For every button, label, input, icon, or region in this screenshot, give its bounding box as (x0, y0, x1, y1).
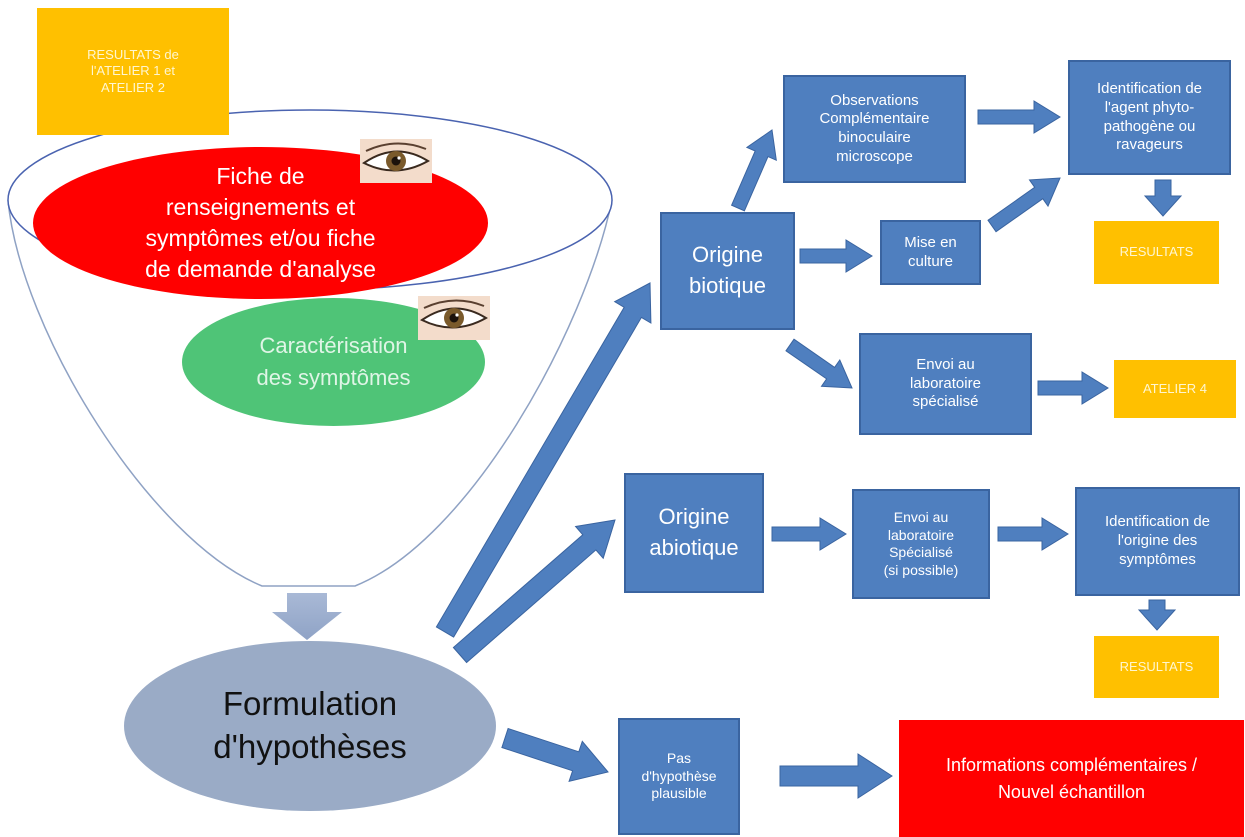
envoi-laboratoire-box: Envoi au laboratoire spécialisé (859, 333, 1032, 435)
arrow-observations-to-identification (977, 100, 1061, 134)
informations-complementaires-text: Informations complémentaires / Nouvel éc… (945, 754, 1198, 802)
resultats-abiotique-text: RESULTATS (1119, 658, 1194, 674)
arrow-culture-to-identification (987, 177, 1061, 233)
arrow-identification-to-resultats (1143, 179, 1183, 217)
identification-origine-box: Identification de l'origine des symptôme… (1075, 487, 1240, 596)
arrows-group (435, 100, 1183, 799)
arrow-hypotheses-to-abiotique (452, 519, 616, 664)
arrow-hypotheses-to-biotique (435, 282, 652, 638)
arrow-pas-hypothese-to-informations (779, 753, 893, 799)
pas-hypothese-text: Pas d'hypothèse plausible (641, 750, 717, 802)
arrow-envoi-to-identification-origine (997, 517, 1069, 551)
resultats-biotique-text: RESULTATS (1119, 244, 1194, 260)
informations-complementaires-box: Informations complémentaires / Nouvel éc… (899, 720, 1244, 837)
arrow-biotique-to-culture (799, 239, 873, 273)
identification-agent-text: Identification de l'agent phyto- pathogè… (1096, 80, 1203, 154)
atelier-1-2-results-box: RESULTATS de l'ATELIER 1 et ATELIER 2 (37, 8, 229, 135)
funnel-down-arrow (272, 593, 342, 640)
arrow-identification-origine-to-resultats (1137, 599, 1177, 631)
eye-icon (360, 139, 432, 183)
identification-agent-box: Identification de l'agent phyto- pathogè… (1068, 60, 1231, 175)
arrow-envoi-to-atelier4 (1037, 371, 1109, 405)
envoi-laboratoire-text: Envoi au laboratoire spécialisé (910, 355, 981, 411)
origine-abiotique-box: Origine abiotique (624, 473, 764, 593)
arrow-hypotheses-to-pas-hypothese (501, 727, 609, 782)
arrow-biotique-to-observations (730, 129, 777, 212)
origine-biotique-text: Origine biotique (688, 242, 767, 298)
observations-complementaires-box: Observations Complémentaire binoculaire … (783, 75, 966, 183)
atelier-1-2-results-text: RESULTATS de l'ATELIER 1 et ATELIER 2 (87, 47, 179, 95)
envoi-laboratoire-abiotique-text: Envoi au laboratoire Spécialisé (si poss… (883, 509, 959, 578)
formulation-hypotheses-ellipse: Formulation d'hypothèses (124, 641, 496, 811)
arrow-abiotique-to-envoi (771, 517, 847, 551)
formulation-hypotheses-text: Formulation d'hypothèses (213, 685, 407, 765)
envoi-laboratoire-abiotique-box: Envoi au laboratoire Spécialisé (si poss… (852, 489, 990, 599)
observations-text: Observations Complémentaire binoculaire … (819, 91, 930, 165)
arrow-biotique-to-envoi (785, 338, 853, 389)
eye-icon (418, 296, 490, 340)
mise-en-culture-box: Mise en culture (880, 220, 981, 285)
resultats-biotique-box: RESULTATS (1094, 221, 1219, 284)
identification-origine-text: Identification de l'origine des symptôme… (1104, 513, 1211, 568)
caracterisation-symptomes-text: Caractérisation des symptômes (256, 333, 411, 390)
atelier-4-box: ATELIER 4 (1114, 360, 1236, 418)
origine-biotique-box: Origine biotique (660, 212, 795, 330)
atelier-4-text: ATELIER 4 (1142, 380, 1208, 396)
pas-hypothese-box: Pas d'hypothèse plausible (618, 718, 740, 835)
fiche-renseignements-text: Fiche de renseignements et symptômes et/… (145, 162, 376, 283)
resultats-abiotique-box: RESULTATS (1094, 636, 1219, 698)
mise-en-culture-text: Mise en culture (904, 233, 957, 270)
caracterisation-symptomes-ellipse: Caractérisation des symptômes (182, 298, 485, 426)
origine-abiotique-text: Origine abiotique (649, 504, 739, 560)
